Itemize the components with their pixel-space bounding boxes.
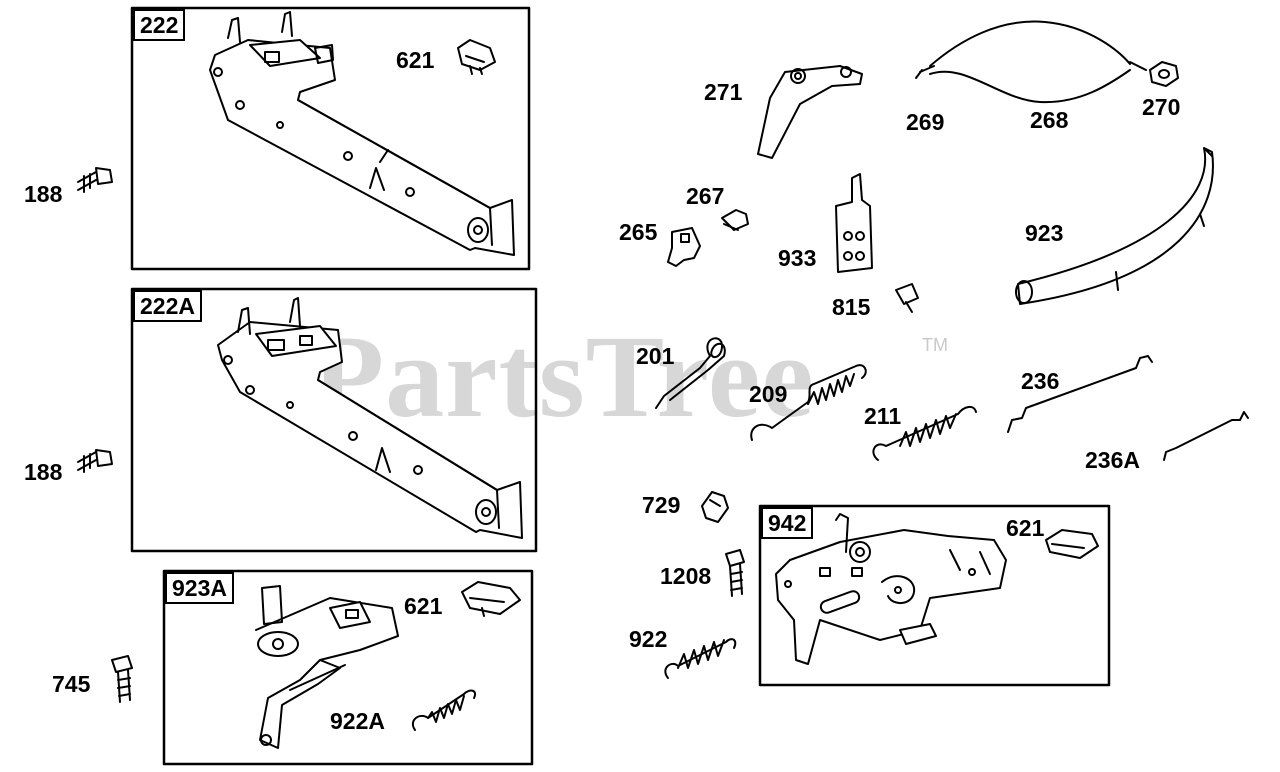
wire-end-269-part: [915, 69, 923, 79]
governor-control-942-part: [775, 513, 1007, 665]
screw-267-part: [721, 209, 749, 231]
label-209: 209: [749, 381, 788, 407]
clip-621b-part: [461, 581, 521, 617]
control-bracket-222-part: [209, 11, 515, 256]
clip-621-part: [457, 39, 496, 75]
box-222A-frame: [130, 287, 538, 553]
label-815: 815: [832, 294, 871, 320]
box-923A-tag: 923A: [165, 572, 234, 604]
label-269: 269: [906, 109, 945, 135]
lever-271-part: [757, 65, 863, 159]
watermark-logo: PartsTree: [312, 311, 815, 442]
spring-922-part: [664, 638, 737, 679]
spring-922A-part: [411, 689, 476, 731]
label-211: 211: [864, 403, 902, 429]
label-267: 267: [686, 183, 725, 209]
box-942-tag: 942: [761, 507, 814, 539]
label-922A: 922A: [330, 708, 385, 734]
block-265-part: [667, 227, 701, 267]
label-201: 201: [636, 343, 675, 369]
label-923: 923: [1025, 220, 1064, 246]
label-236A: 236A: [1085, 447, 1140, 473]
label-621-in-222: 621: [396, 47, 435, 73]
box-222-frame: [130, 6, 531, 271]
screw-815-part: [895, 283, 919, 313]
governor-bracket-923A-part: [255, 585, 399, 749]
trademark-mark: TM: [922, 335, 948, 355]
label-745: 745: [52, 671, 91, 697]
nut-270-part: [1149, 61, 1179, 87]
cable-268-part: [919, 20, 1147, 104]
clip-621c-part: [1045, 529, 1099, 559]
screw-188b-part: [77, 449, 113, 473]
label-188-top: 188: [24, 181, 63, 207]
label-621-in-942: 621: [1006, 515, 1045, 541]
clip-729-part: [701, 491, 729, 523]
screw-188-part: [77, 167, 113, 193]
label-271: 271: [704, 79, 743, 105]
box-222-tag: 222: [133, 9, 186, 41]
label-621-in-923A: 621: [404, 593, 443, 619]
label-188-bottom: 188: [24, 459, 63, 485]
label-1208: 1208: [660, 563, 712, 589]
label-265: 265: [619, 219, 658, 245]
rod-236-part: [1007, 355, 1153, 433]
rod-236A-part: [1163, 411, 1249, 461]
label-268: 268: [1030, 107, 1069, 133]
spring-211-part: [872, 406, 977, 461]
box-942-frame: [758, 504, 1111, 687]
bolt-745-part: [111, 655, 133, 703]
spring-201-part: [655, 337, 726, 409]
screw-1208-part: [725, 549, 745, 597]
label-270: 270: [1142, 94, 1181, 120]
box-923A-frame: [162, 569, 534, 766]
label-922: 922: [629, 626, 668, 652]
band-923-part: [1015, 147, 1214, 305]
box-222A-tag: 222A: [133, 290, 202, 322]
control-bracket-222A-part: [217, 297, 523, 539]
spring-209-part: [750, 364, 867, 441]
label-729: 729: [642, 492, 681, 518]
label-236: 236: [1021, 368, 1060, 394]
bracket-933-part: [835, 173, 873, 273]
label-933: 933: [778, 245, 817, 271]
